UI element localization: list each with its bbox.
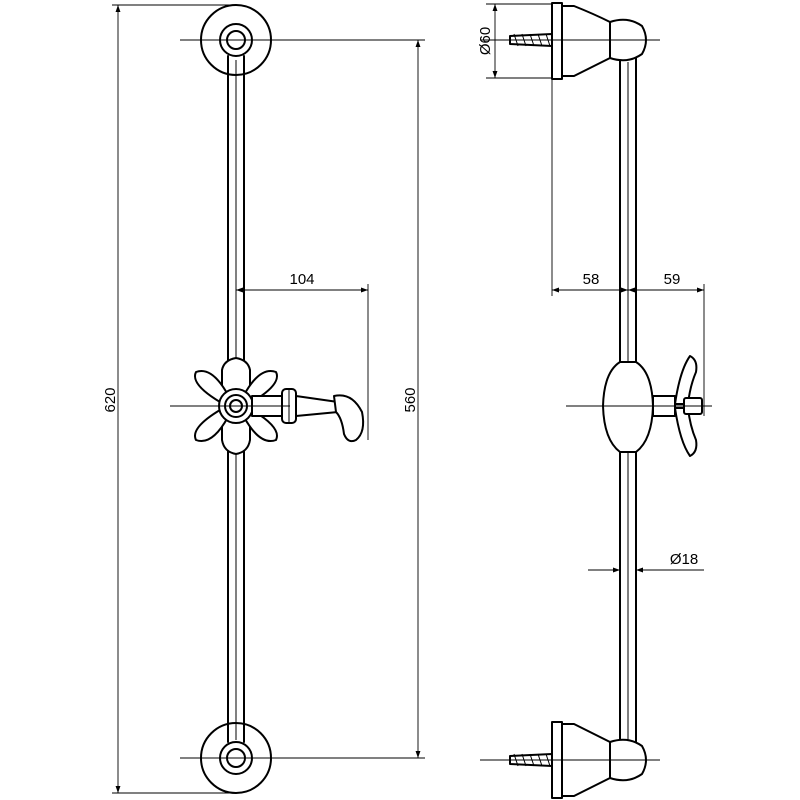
side-slider-body	[602, 361, 654, 453]
dim-fixing-centres: 560	[300, 39, 425, 759]
dim-label-58: 58	[583, 271, 600, 288]
dim-flange-diameter: Ø60	[477, 3, 552, 79]
dim-front-projection: 104	[236, 271, 369, 440]
side-centre-lines	[480, 39, 712, 761]
dim-label-560: 560	[402, 387, 419, 412]
dim-label-620: 620	[102, 387, 119, 412]
dim-label-d60: Ø60	[477, 27, 494, 55]
dim-wall-to-rail: 58	[551, 80, 628, 296]
front-centre-lines	[170, 39, 300, 759]
dim-rail-diameter: Ø18	[588, 551, 704, 573]
dim-label-104: 104	[289, 271, 314, 288]
dim-label-d18: Ø18	[670, 551, 698, 568]
side-top-bracket	[509, 2, 647, 80]
front-view: 620 560 104	[102, 4, 425, 794]
dim-side-projection: 59	[628, 271, 705, 416]
dim-label-59: 59	[664, 271, 681, 288]
side-view: Ø60 58 59 Ø18	[477, 2, 712, 799]
dim-overall-height: 620	[102, 4, 236, 794]
